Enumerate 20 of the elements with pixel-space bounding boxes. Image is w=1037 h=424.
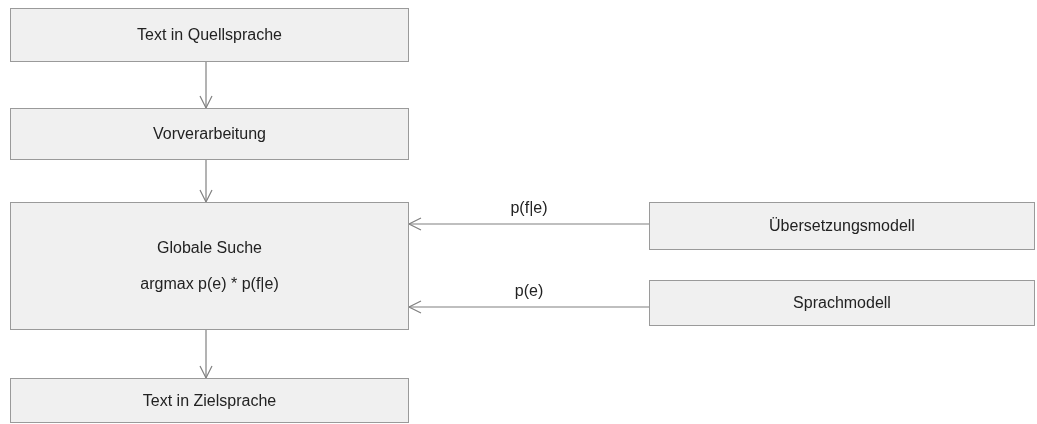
box-text: argmax p(e) * p(f|e) xyxy=(140,274,279,294)
arrow xyxy=(408,300,650,314)
arrow xyxy=(199,159,213,203)
arrow xyxy=(199,61,213,109)
edge-label: p(e) xyxy=(514,283,544,299)
box-text: Sprachmodell xyxy=(793,293,891,313)
arrow xyxy=(408,217,650,231)
process-box xyxy=(10,108,409,160)
process-box xyxy=(649,280,1035,326)
box-text: Globale Suche xyxy=(157,238,262,258)
process-box xyxy=(10,8,409,62)
box-text: Text in Zielsprache xyxy=(142,390,277,411)
process-box xyxy=(10,202,409,330)
arrow xyxy=(199,329,213,379)
edge-label: p(f|e) xyxy=(510,200,548,216)
box-text: Übersetzungsmodell xyxy=(769,216,915,236)
process-box xyxy=(10,378,409,423)
box-text: Text in Quellsprache xyxy=(137,25,282,45)
process-box xyxy=(649,202,1035,250)
box-text: Vorverarbeitung xyxy=(153,124,266,144)
